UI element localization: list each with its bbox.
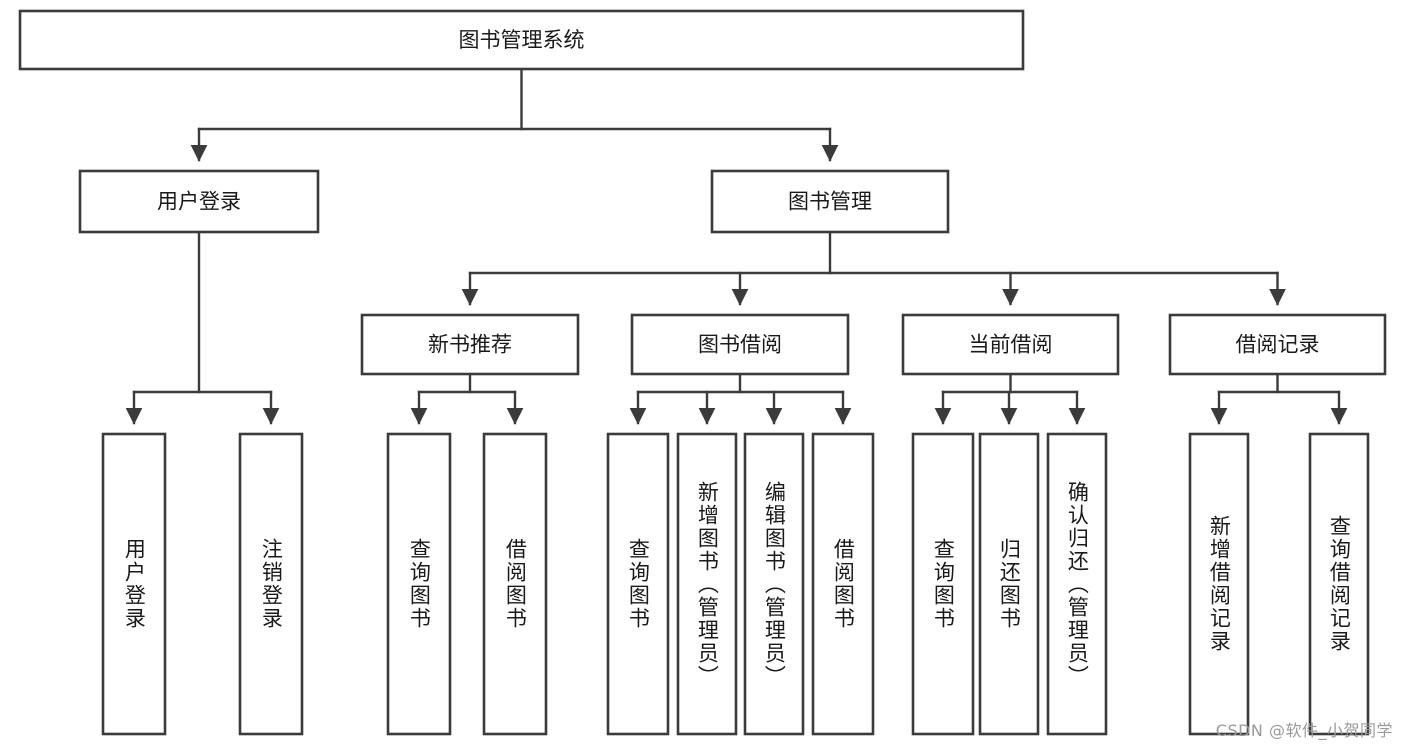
watermark-text: CSDN @软件_小贺同学 [1215,721,1393,740]
node-box-leaf-user-login[interactable] [101,432,167,736]
node-box-leaf-query-book-recommend[interactable] [386,432,452,736]
node-box-leaf-borrow-book-recommend[interactable] [482,432,548,736]
node-box-current-borrow[interactable] [901,313,1120,376]
connector-layer [125,67,1348,425]
node-box-leaf-add-borrow-record[interactable] [1188,432,1250,736]
node-box-leaf-query-borrow-record[interactable] [1308,432,1370,736]
node-box-leaf-logout[interactable] [238,432,304,736]
node-box-leaf-add-book[interactable] [676,432,738,736]
node-box-leaf-query-book-current[interactable] [911,432,975,736]
node-label-root: 图书管理系统 [459,28,585,52]
node-label-user-login: 用户登录 [157,190,241,214]
node-box-book-borrow[interactable] [630,313,850,376]
node-box-leaf-borrow-book[interactable] [811,432,875,736]
node-box-leaf-query-book-borrow[interactable] [606,432,670,736]
node-label-current-borrow: 当前借阅 [969,333,1053,357]
node-box-borrow-records[interactable] [1168,313,1387,376]
node-label-borrow-records: 借阅记录 [1236,333,1320,357]
node-label-book-management: 图书管理 [788,190,872,214]
node-label-book-borrow: 图书借阅 [698,333,782,357]
node-label-new-book-recommend: 新书推荐 [428,333,512,357]
node-box-new-book-recommend[interactable] [360,313,580,376]
node-box-user-login[interactable] [78,169,320,234]
node-box-layer [18,9,1387,736]
node-box-leaf-confirm-return[interactable] [1046,432,1108,736]
node-box-leaf-edit-book[interactable] [743,432,805,736]
node-box-root[interactable] [18,9,1025,71]
node-box-leaf-return-book[interactable] [978,432,1040,736]
node-box-book-management[interactable] [710,169,950,234]
